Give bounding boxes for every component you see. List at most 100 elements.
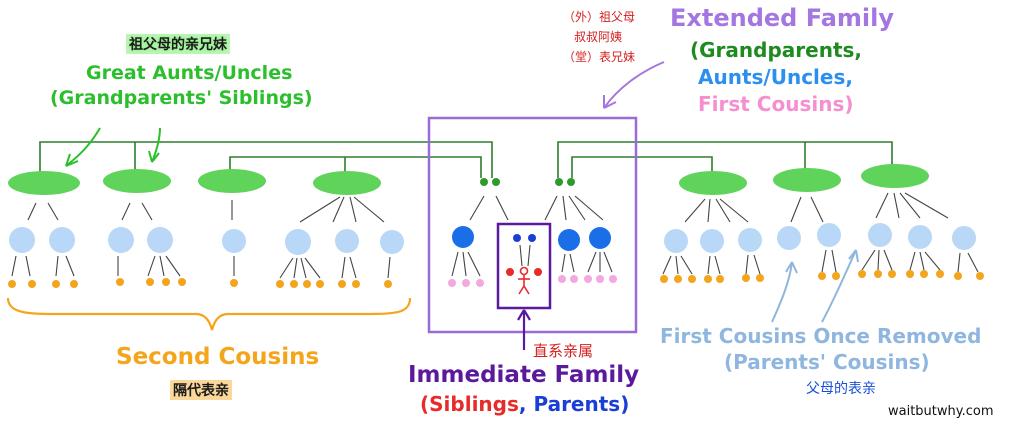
first-cousin-dot [609, 275, 617, 283]
grandparent-dot [567, 178, 575, 186]
watermark: waitbutwhy.com [888, 404, 994, 419]
second-cousin-dot [303, 280, 311, 288]
second-cousins-title: Second Cousins [116, 344, 320, 370]
great-aunt-blob [861, 164, 929, 188]
first-cousin-dot [462, 279, 470, 287]
relative-circle [335, 229, 359, 253]
relative-circle [380, 230, 404, 254]
right-inner-line [571, 156, 713, 178]
second-cousin-dot [742, 274, 750, 282]
sibling-dots [506, 268, 542, 276]
second-cousin-dot [70, 280, 78, 288]
left-bracket-line [39, 141, 493, 178]
first-cousin-dot [476, 279, 484, 287]
great-aunt-blob [103, 169, 171, 193]
grandparent-dot [492, 178, 500, 186]
aunt-uncle-circle [452, 226, 474, 248]
second-cousin-dot [688, 275, 696, 283]
immediate-arrow-icon [517, 309, 531, 350]
extended-cn-line3: （堂）表兄妹 [563, 50, 636, 64]
left-inner-line [229, 156, 482, 178]
parent-dot [528, 234, 536, 242]
removed-cn: 父母的表亲 [806, 381, 876, 397]
first-cousin-dot [570, 275, 578, 283]
second-cousin-dot [920, 270, 928, 278]
immediate-cn: 直系亲属 [533, 342, 594, 360]
great-aunts-title: Great Aunts/Uncles [86, 62, 293, 84]
second-cousin-dot [162, 278, 170, 286]
second-cousin-dot [818, 272, 826, 280]
second-cousin-dot [290, 280, 298, 288]
second-cousin-dot [28, 280, 36, 288]
great-aunt-blob [198, 169, 266, 193]
removed-arrow-icon [771, 249, 859, 323]
removed-subtitle: (Parents' Cousins) [724, 350, 930, 374]
extended-grandparents: (Grandparents, [690, 38, 863, 62]
extended-aunts-uncles: Aunts/Uncles, [698, 65, 853, 89]
second-cousin-dot [178, 278, 186, 286]
branch-lines [27, 192, 949, 223]
second-cousin-dot [858, 270, 866, 278]
parent-dots [513, 234, 536, 242]
second-cousin-dot [338, 280, 346, 288]
relative-circle [908, 225, 932, 249]
child-lines [11, 244, 979, 279]
great-aunt-blob [773, 168, 841, 192]
immediate-family-box [496, 222, 552, 310]
second-cousin-dot [832, 272, 840, 280]
immediate-open: ( [420, 392, 430, 416]
second-cousin-dot [352, 280, 360, 288]
immediate-close: ) [620, 392, 630, 416]
second-cousin-dot [146, 278, 154, 286]
aunt-uncle-circles [9, 223, 976, 255]
second-cousin-dot [52, 280, 60, 288]
second-cousin-dot [906, 270, 914, 278]
removed-title: First Cousins Once Removed [660, 324, 982, 348]
second-cousin-dot [674, 275, 682, 283]
stick-figure-icon [518, 266, 530, 295]
extended-cn-line2: 叔叔阿姨 [574, 30, 623, 44]
relative-circle [738, 228, 762, 252]
relative-circle [49, 227, 75, 253]
second-cousin-dot [976, 272, 984, 280]
second-cousin-dots [8, 270, 984, 288]
relative-circle [952, 226, 976, 250]
extended-cn-line1: （外）祖父母 [563, 10, 636, 24]
great-aunt-blob [8, 171, 80, 195]
great-aunts-cn-label: 祖父母的亲兄妹 [126, 34, 230, 54]
immediate-siblings: Siblings [429, 392, 519, 416]
immediate-family-title: Immediate Family [408, 362, 640, 388]
extended-first-cousins: First Cousins) [698, 92, 854, 116]
second-cousin-dot [384, 280, 392, 288]
arrow-icon [65, 127, 161, 167]
first-cousin-dots [448, 275, 617, 287]
curly-brace-icon [6, 297, 412, 331]
right-bracket-line [557, 141, 893, 178]
parent-sibling-circles [452, 226, 611, 251]
second-cousin-dot [954, 272, 962, 280]
relative-circle [222, 229, 246, 253]
second-cousin-dot [756, 274, 764, 282]
second-cousin-dot [116, 278, 124, 286]
sibling-dot [506, 268, 514, 276]
tree-lines [39, 141, 893, 178]
first-cousin-dot [584, 275, 592, 283]
second-cousin-dot [230, 279, 238, 287]
relative-circle [108, 227, 134, 253]
second-cousins-cn: 隔代表亲 [170, 380, 232, 400]
extended-arrow-icon [603, 61, 665, 109]
grandparent-dots [480, 178, 575, 186]
relative-circle [700, 229, 724, 253]
first-cousin-dot [448, 279, 456, 287]
extended-family-title: Extended Family [670, 4, 894, 32]
second-cousin-dot [660, 275, 668, 283]
immediate-subtitle: (Siblings, Parents) [420, 392, 629, 416]
relative-circle [147, 227, 173, 253]
immediate-comma: , [518, 392, 534, 416]
relative-circle [285, 229, 311, 255]
second-cousin-dot [8, 280, 16, 288]
aunt-uncle-circle [558, 229, 580, 251]
sibling-dot [534, 268, 542, 276]
relative-circle [9, 227, 35, 253]
